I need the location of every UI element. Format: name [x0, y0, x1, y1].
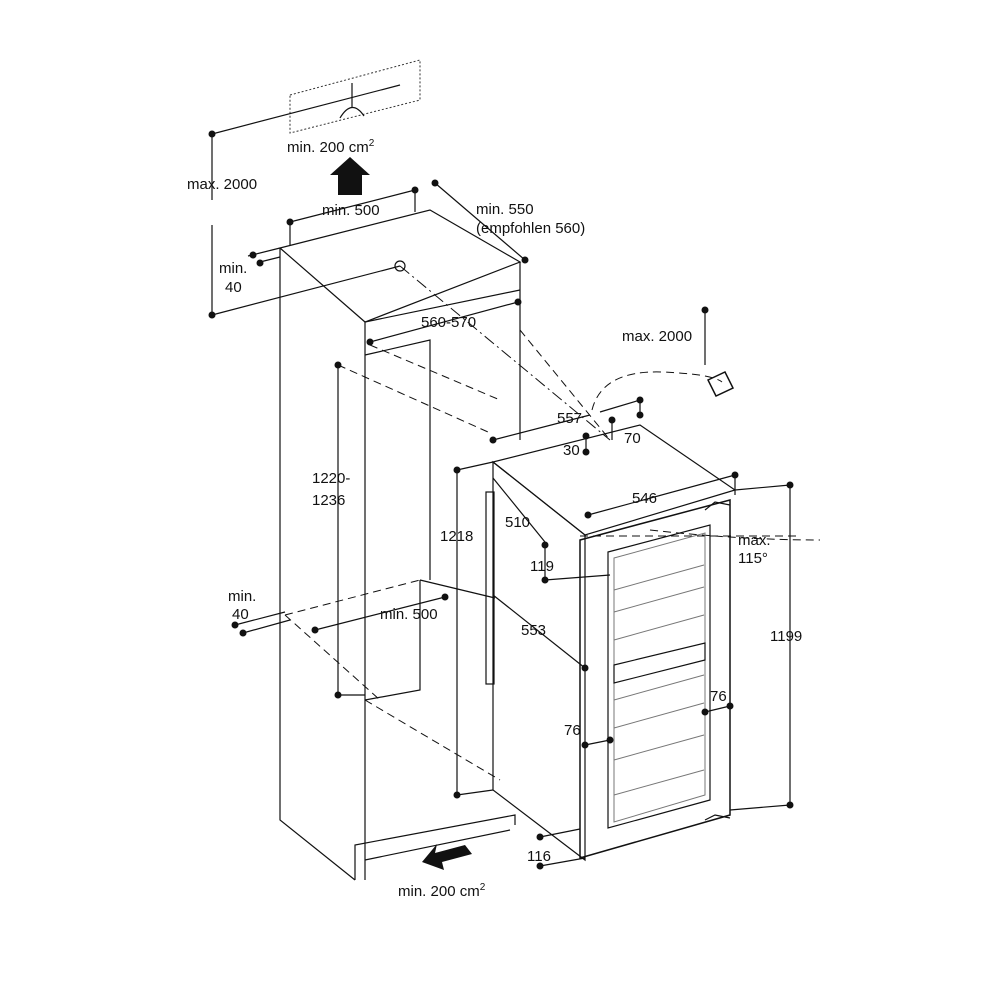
vent-bottom-arrow-icon — [422, 844, 472, 870]
ceiling-vent-symbol — [339, 83, 365, 119]
niche-width-range-label: 560-570 — [421, 314, 476, 331]
door-right-76-label: 76 — [710, 688, 727, 705]
plug-gap-label: 30 — [563, 442, 580, 459]
ceiling-vent-box — [289, 59, 421, 134]
niche-width-label: min. 550 — [476, 201, 534, 218]
niche-height-value: 1236 — [312, 492, 345, 509]
offset-119-label: 119 — [530, 558, 554, 575]
gap-bottom-value: 40 — [232, 606, 249, 623]
gap-top-value: 40 — [225, 279, 242, 296]
cabinet-niche — [278, 209, 522, 881]
niche-width-recommended-label: (empfohlen 560) — [476, 220, 585, 237]
plinth-116-label: 116 — [527, 848, 551, 865]
cable-length-label: max. 2000 — [622, 328, 692, 345]
plug-icon — [706, 371, 735, 397]
niche-depth-bottom-label: min. 500 — [380, 606, 438, 623]
max-height-left-label: max. 2000 — [187, 176, 257, 193]
door-width-label: 546 — [632, 490, 657, 507]
gap-top-label: min. — [219, 260, 247, 277]
door-angle-label: max. — [738, 532, 771, 549]
niche-height-label: 1220- — [312, 470, 350, 487]
door-angle-value: 115° — [738, 550, 768, 567]
depth-510-label: 510 — [505, 514, 530, 531]
vent-top-label: min. 200 cm2 — [287, 138, 375, 156]
gap-bottom-label: min. — [228, 588, 256, 605]
vent-top-arrow-icon — [330, 157, 370, 195]
appliance-width-label: 557 — [557, 410, 582, 427]
plug-offset-label: 70 — [624, 430, 641, 447]
wine-cooler — [485, 424, 737, 862]
guide-lines — [284, 265, 821, 781]
dimension-lines — [211, 84, 791, 867]
niche-depth-top-label: min. 500 — [322, 202, 380, 219]
dimension-points — [208, 130, 794, 870]
depth-553-label: 553 — [521, 622, 546, 639]
door-height-label: 1199 — [770, 628, 802, 645]
vent-bottom-label: min. 200 cm2 — [398, 882, 486, 900]
door-left-76-label: 76 — [564, 722, 581, 739]
height-1218-label: 1218 — [440, 528, 473, 545]
